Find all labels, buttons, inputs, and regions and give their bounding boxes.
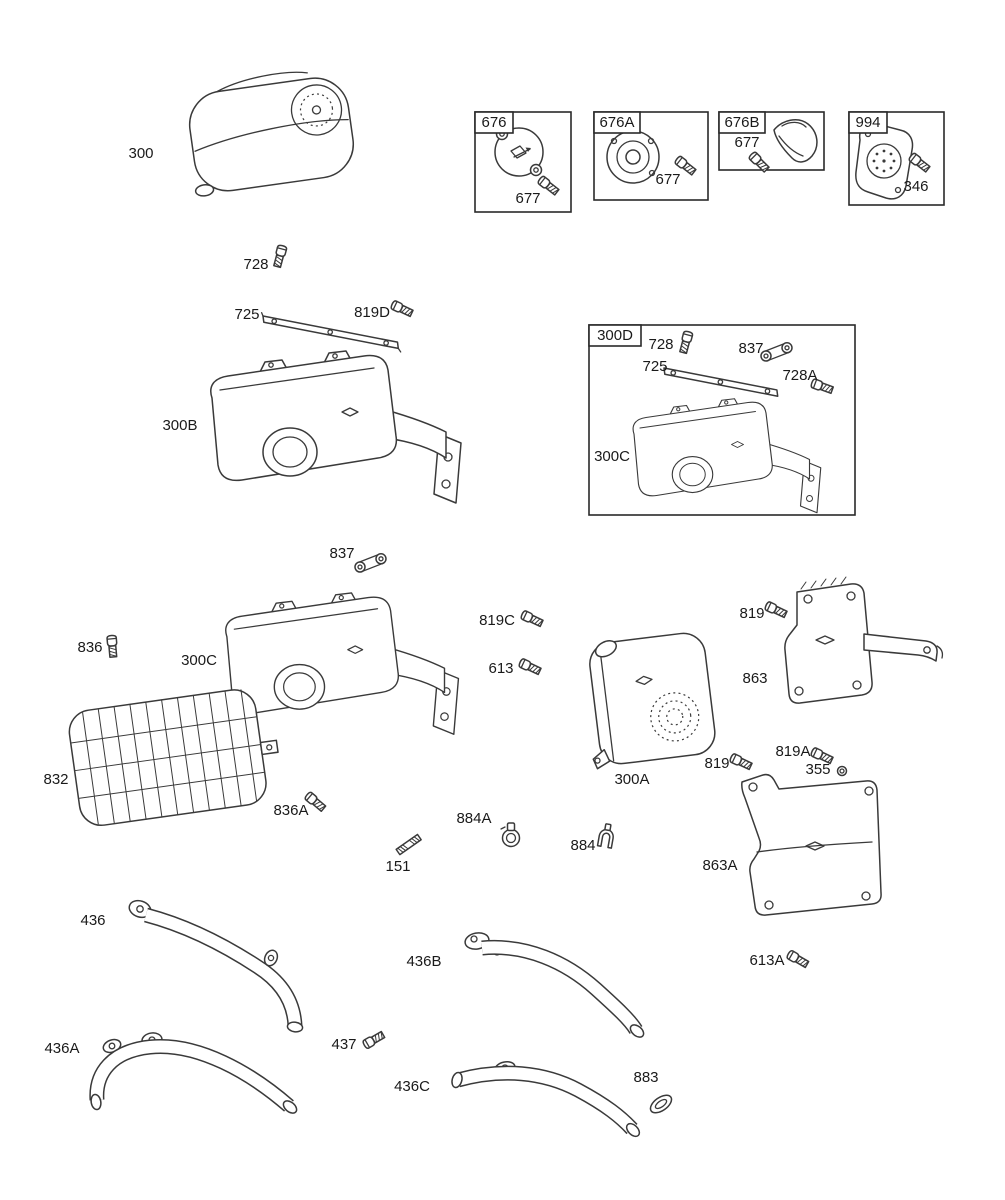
part-guard-832 <box>68 689 279 827</box>
part-bracket-863 <box>784 576 944 704</box>
part-muffler-300C-boxed <box>632 398 822 514</box>
label-300: 300 <box>128 145 153 162</box>
label-437: 437 <box>331 1036 356 1053</box>
label-836A: 836A <box>273 802 308 819</box>
part-bracket-863A <box>741 773 882 916</box>
part-link-837-2 <box>354 553 387 573</box>
part-bolt-819C <box>519 609 545 629</box>
part-grommet-355 <box>836 765 848 777</box>
part-bolt-819-1 <box>763 600 789 620</box>
group-box-994 <box>848 111 945 206</box>
label-436C: 436C <box>394 1078 430 1095</box>
label-819C: 819C <box>479 612 515 629</box>
part-bracket-725-1 <box>260 312 402 353</box>
part-pipe-436C <box>451 1061 641 1138</box>
part-screw-346 <box>907 151 932 174</box>
label-300B: 300B <box>162 417 197 434</box>
label-863A: 863A <box>702 857 737 874</box>
part-bolt-819D <box>389 299 415 319</box>
label-819A: 819A <box>775 743 810 760</box>
part-flange-676 <box>494 127 544 177</box>
label-728-1: 728 <box>243 256 268 273</box>
label-819D: 819D <box>354 304 390 321</box>
label-863: 863 <box>742 670 767 687</box>
part-muffler-300C <box>225 592 460 735</box>
label-355: 355 <box>805 761 830 778</box>
label-819-1: 819 <box>739 605 764 622</box>
label-346: 346 <box>903 178 928 195</box>
label-725-2: 725 <box>642 358 667 375</box>
label-box-676A <box>593 111 641 134</box>
label-676B: 676B <box>724 114 759 131</box>
part-bolt-819-2 <box>728 752 754 772</box>
label-613: 613 <box>488 660 513 677</box>
label-819-2: 819 <box>704 755 729 772</box>
part-deflector-676B <box>773 118 818 163</box>
label-box-300D <box>588 324 642 347</box>
part-plug-836 <box>106 634 119 659</box>
label-300C-boxed: 300C <box>594 448 630 465</box>
part-pipe-436A <box>89 1032 298 1114</box>
part-muffler-300 <box>188 71 355 197</box>
label-436A: 436A <box>44 1040 79 1057</box>
group-box-300D <box>588 324 856 516</box>
label-box-994 <box>848 111 888 134</box>
part-flange-676A <box>606 130 660 184</box>
part-bolt-437 <box>361 1029 387 1050</box>
part-screw-728-2 <box>677 329 694 355</box>
label-884: 884 <box>570 837 595 854</box>
part-screw-728-1 <box>271 243 288 269</box>
label-300D: 300D <box>597 327 633 344</box>
part-link-837-1 <box>760 342 793 362</box>
label-837-1: 837 <box>738 340 763 357</box>
label-836: 836 <box>77 639 102 656</box>
label-883: 883 <box>633 1069 658 1086</box>
label-837-2: 837 <box>329 545 354 562</box>
group-box-676 <box>474 111 572 213</box>
part-muffler-300B <box>210 350 462 504</box>
part-pipe-436 <box>128 899 304 1033</box>
part-pipe-436B <box>464 932 645 1038</box>
label-151: 151 <box>385 858 410 875</box>
label-box-676B <box>718 111 766 134</box>
label-725-1: 725 <box>234 306 259 323</box>
part-stud-151 <box>395 833 422 856</box>
label-676A: 676A <box>599 114 634 131</box>
label-300C: 300C <box>181 652 217 669</box>
part-muffler-300A <box>589 632 716 770</box>
label-728-2: 728 <box>648 336 673 353</box>
label-728A: 728A <box>782 367 817 384</box>
label-832: 832 <box>43 771 68 788</box>
label-box-676 <box>474 111 514 134</box>
part-clamp-884 <box>596 822 617 849</box>
label-613A: 613A <box>749 952 784 969</box>
label-676: 676 <box>481 114 506 131</box>
label-300A: 300A <box>614 771 649 788</box>
label-436B: 436B <box>406 953 441 970</box>
group-box-676B <box>718 111 825 171</box>
part-plate-994 <box>855 122 914 200</box>
label-436: 436 <box>80 912 105 929</box>
label-994: 994 <box>855 114 880 131</box>
label-677-2: 677 <box>655 171 680 188</box>
part-bolt-613A <box>785 949 811 970</box>
part-gasket-883 <box>649 1094 673 1114</box>
label-677-3: 677 <box>734 134 759 151</box>
label-677-1: 677 <box>515 190 540 207</box>
group-box-676A <box>593 111 709 201</box>
part-clamp-884A <box>500 822 521 848</box>
label-884A: 884A <box>456 810 491 827</box>
part-bolt-613 <box>517 657 543 677</box>
part-bracket-725-2 <box>663 367 779 397</box>
